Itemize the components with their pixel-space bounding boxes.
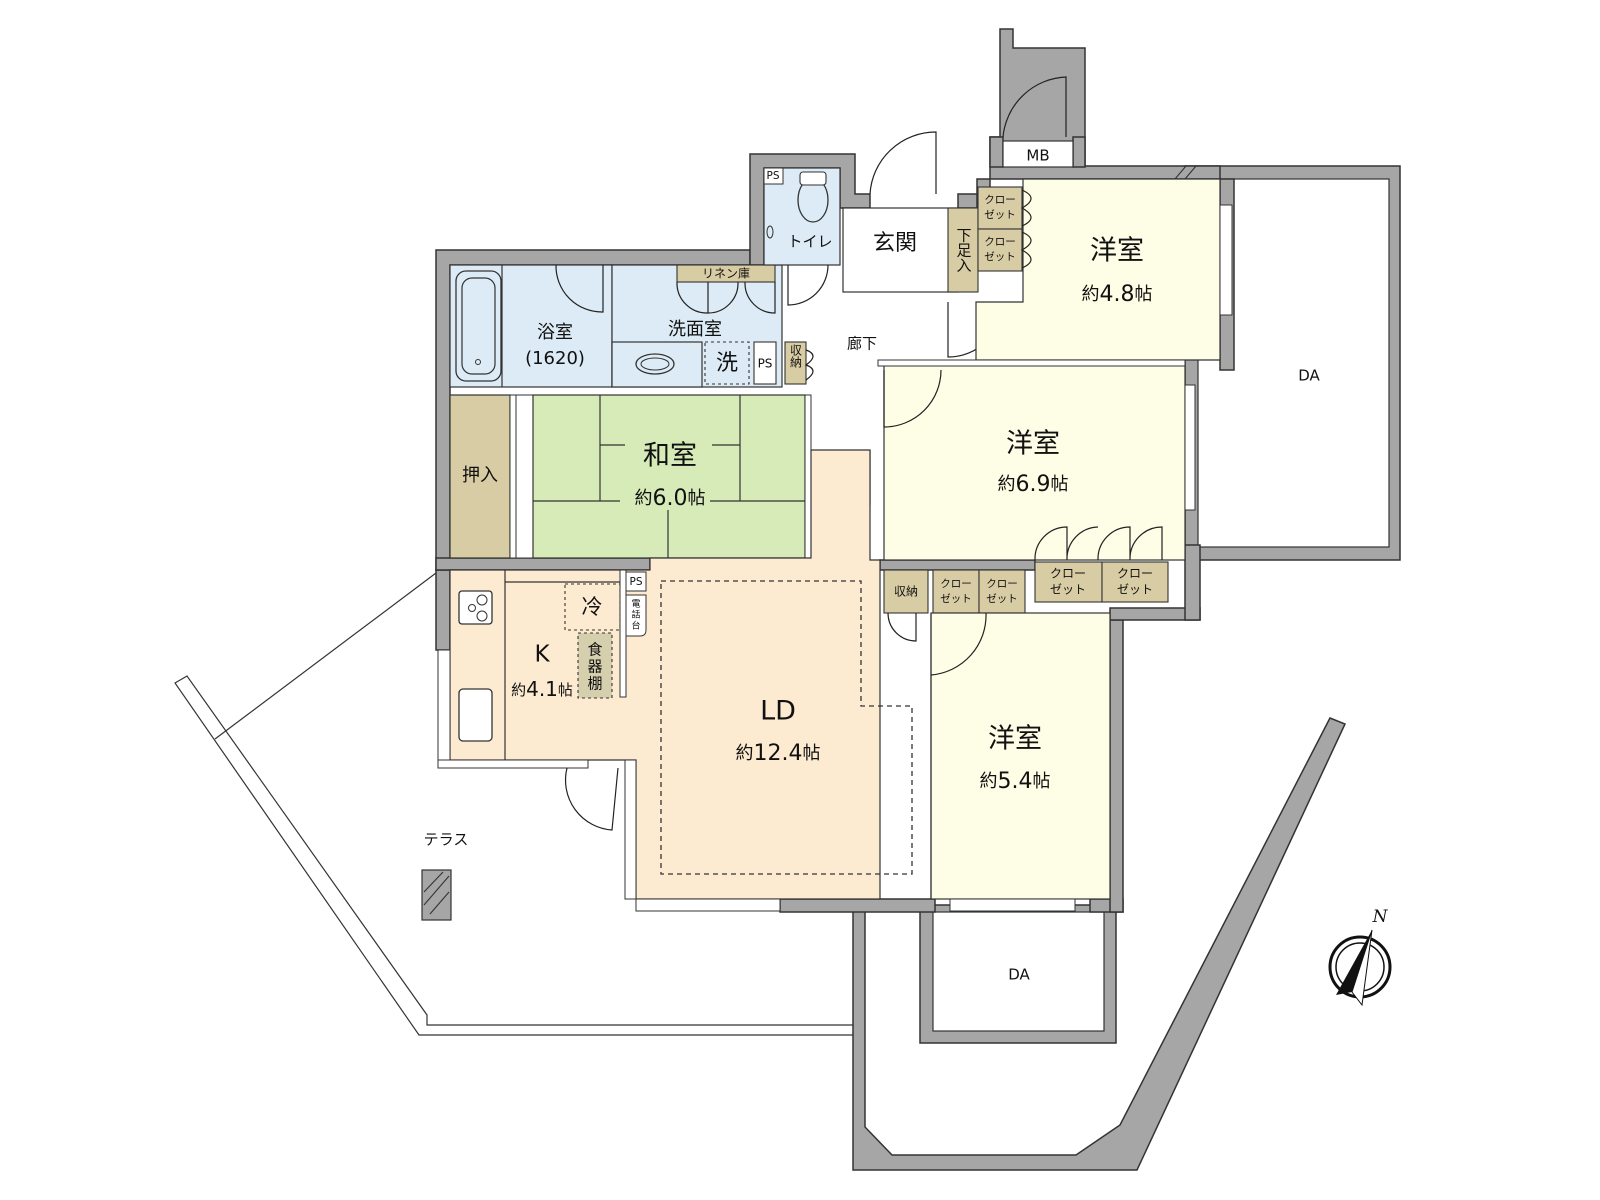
western1-area: 約4.8帖 [1082, 282, 1153, 307]
food-shelf-label-3: 棚 [587, 675, 602, 693]
storage-row: 収納 クロー ゼット クロー ゼット [883, 569, 1026, 642]
da-upper-label: DA [1298, 367, 1320, 385]
shoe-box-label: 下足入 [955, 228, 973, 273]
toilet-name: トイレ [787, 233, 832, 251]
svg-text:クロー: クロー [940, 578, 972, 590]
storage-hall-label: 収納 [789, 344, 803, 368]
room-toilet[interactable]: PS トイレ [763, 167, 841, 306]
exterior-walls [435, 28, 1235, 913]
terrace-label: テラス [424, 831, 469, 849]
svg-text:クロー: クロー [984, 194, 1016, 206]
ps-toilet-label: PS [767, 170, 780, 182]
western2-name: 洋室 [1006, 429, 1060, 460]
food-shelf-label: 食 [587, 641, 602, 659]
room-entrance[interactable]: 玄関 下足入 [842, 131, 979, 293]
room-oshiire[interactable]: 押入 [449, 394, 534, 559]
bathroom-size: (1620) [525, 348, 585, 369]
fridge-label: 冷 [582, 595, 603, 619]
front-door[interactable] [869, 131, 937, 195]
meter-box: MB [1002, 76, 1067, 165]
da-lower-label: DA [1008, 966, 1030, 984]
room-japanese[interactable]: 和室 約6.0帖 [532, 394, 871, 559]
terrace-area [174, 569, 861, 1036]
svg-text:クロー: クロー [986, 578, 1018, 590]
bathtub-icon [455, 270, 502, 382]
ld-area: 約12.4帖 [736, 741, 821, 766]
svg-text:ゼット: ゼット [940, 593, 972, 605]
japanese-name: 和室 [643, 441, 697, 472]
room-ld-kitchen[interactable]: 冷 食 器 棚 PS 電 話 台 K 約4.1帖 LD 約12.4帖 [437, 449, 913, 912]
svg-text:ゼット: ゼット [1050, 583, 1086, 597]
svg-text:ゼット: ゼット [984, 251, 1016, 263]
linen-closet-label: リネン庫 [702, 267, 750, 281]
svg-text:クロー: クロー [984, 236, 1016, 248]
western3-name: 洋室 [988, 724, 1042, 755]
entrance-name: 玄関 [873, 231, 917, 256]
kitchen-sink-icon [458, 688, 493, 742]
ps-washroom-label: PS [758, 357, 773, 371]
food-shelf-label-2: 器 [587, 658, 602, 676]
room-western-4-8[interactable]: クロー ゼット クロー ゼット 洋室 約4.8帖 [975, 165, 1233, 361]
western3-area: 約5.4帖 [980, 769, 1051, 794]
room-western-5-4[interactable]: 洋室 約5.4帖 [930, 612, 1111, 912]
japanese-area: 約6.0帖 [635, 486, 706, 511]
svg-text:ゼット: ゼット [984, 209, 1016, 221]
hall-utility: PS 収納 [753, 341, 814, 385]
phone-stand-label: 電 [631, 599, 640, 610]
room-bathroom[interactable]: 浴室 (1620) [449, 264, 613, 388]
room-western-6-9[interactable]: 洋室 約6.9帖 クロー ゼット クロー ゼット [877, 359, 1196, 603]
sink-icon [635, 353, 675, 375]
north-arrow-icon: N [1328, 907, 1392, 1007]
oshiire-label: 押入 [462, 465, 498, 486]
svg-text:クロー: クロー [1050, 567, 1086, 581]
western2-area: 約6.9帖 [998, 472, 1069, 497]
hallway-name: 廊下 [847, 335, 877, 353]
ps-kitchen-label: PS [630, 576, 643, 588]
kitchen-name: K [534, 642, 550, 668]
outdoor-labels: テラス DA DA [424, 367, 1321, 984]
storage-label: 収納 [894, 585, 918, 599]
western1-name: 洋室 [1090, 236, 1144, 267]
washroom-name: 洗面室 [668, 319, 722, 340]
phone-stand-label-2: 話 [631, 609, 640, 621]
kitchen-area: 約4.1帖 [511, 677, 573, 701]
phone-stand-label-3: 台 [631, 620, 640, 632]
ld-name: LD [760, 696, 796, 727]
svg-text:ゼット: ゼット [1117, 583, 1153, 597]
bathroom-name: 浴室 [537, 322, 573, 343]
washer-label: 洗 [716, 351, 738, 376]
compass-north-label: N [1372, 907, 1389, 927]
mb-label: MB [1026, 147, 1049, 165]
svg-text:クロー: クロー [1117, 567, 1153, 581]
svg-text:ゼット: ゼット [986, 593, 1018, 605]
